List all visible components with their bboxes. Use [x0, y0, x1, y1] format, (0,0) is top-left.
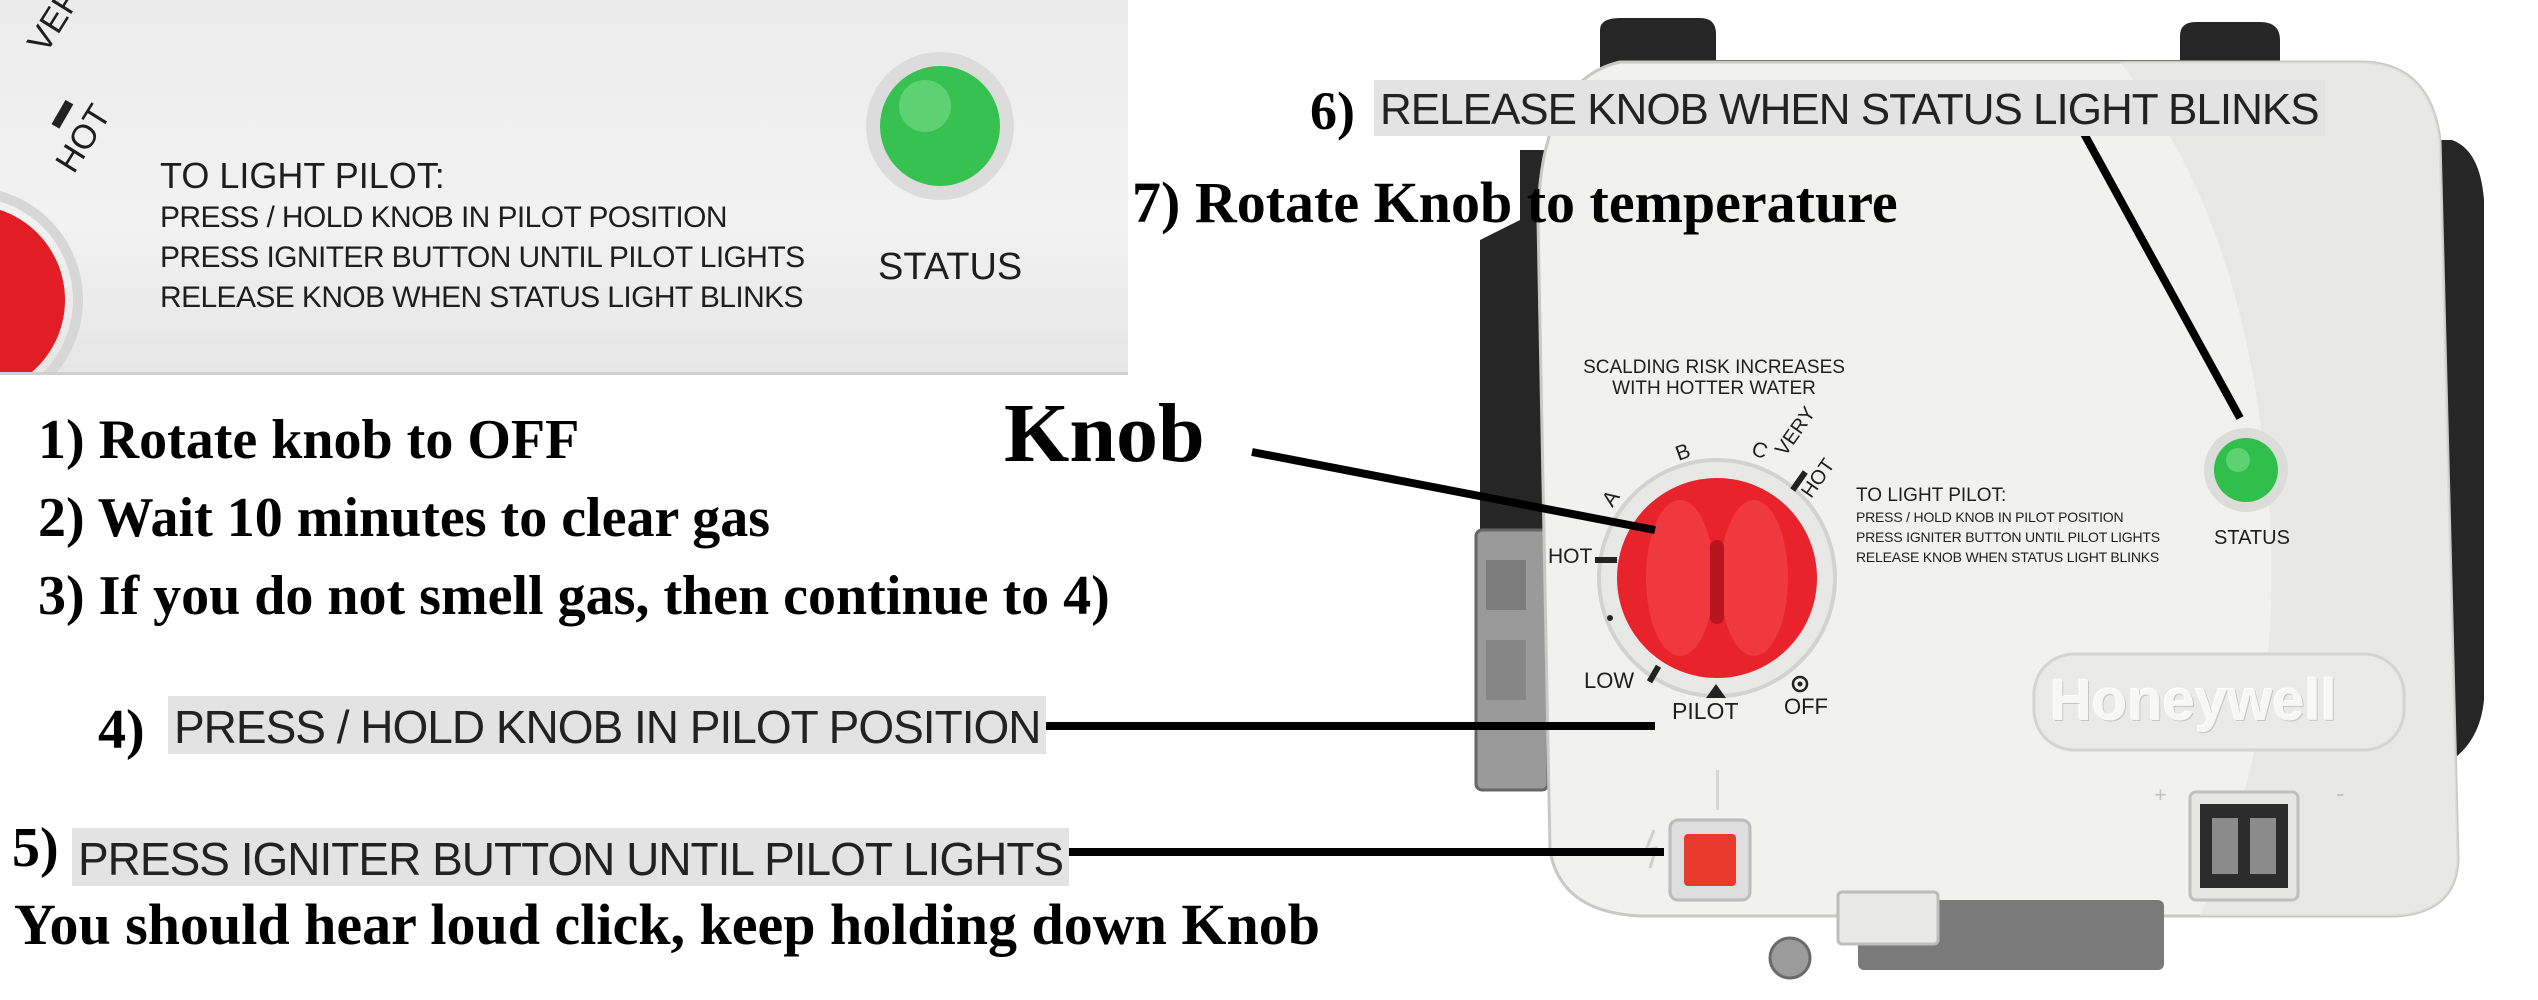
zoom-pilot-line-2: PRESS IGNITER BUTTON UNTIL PILOT LIGHTS [160, 241, 805, 274]
knob-callout: Knob [1004, 387, 1205, 480]
status-light [2214, 438, 2278, 502]
terminal-plus: + [2154, 782, 2167, 807]
zoom-very-hot-tick [51, 99, 74, 129]
bracket-recess [1486, 560, 1526, 610]
step6-leader-line [2078, 128, 2244, 420]
brand-logo: Honeywell [2050, 668, 2337, 733]
step-7: 7) Rotate Knob to temperature [1132, 170, 1898, 235]
step-3: 3) If you do not smell gas, then continu… [38, 565, 1110, 627]
very-hot-tick [1790, 470, 1808, 492]
zoom-pilot-heading: TO LIGHT PILOT: [160, 155, 445, 196]
connector-pin-right [2250, 818, 2276, 874]
knob-grip-right [1720, 500, 1788, 656]
status-label: STATUS [2214, 527, 2290, 549]
knob-leader-line [1251, 448, 1656, 534]
zoom-pilot-line-3: RELEASE KNOB WHEN STATUS LIGHT BLINKS [160, 281, 804, 314]
pilot-line-2: PRESS IGNITER BUTTON UNTIL PILOT LIGHTS [1856, 529, 2160, 545]
step-5-label: PRESS IGNITER BUTTON UNTIL PILOT LIGHTS [72, 828, 1070, 886]
brand-plate [2032, 652, 2406, 752]
dial-label-hot: HOT [1548, 545, 1593, 568]
terminal-minus: - [2336, 778, 2345, 808]
connector-pin-left [2212, 818, 2238, 874]
zoom-inset: VERY HOT TO LIGHT PILOT: PRESS / HOLD KN… [0, 0, 1128, 375]
bottom-screw [1768, 936, 1812, 980]
step-5-number: 5) [12, 817, 59, 879]
dial-label-off: OFF [1784, 694, 1828, 719]
dial-label-pilot: PILOT [1672, 698, 1739, 724]
igniter-guide [1716, 770, 1719, 810]
pilot-line-1: PRESS / HOLD KNOB IN PILOT POSITION [1856, 509, 2124, 525]
status-glare [2226, 448, 2250, 472]
scald-warning-line-2: WITH HOTTER WATER [1612, 378, 1816, 399]
low-tick [1646, 664, 1662, 684]
off-marker-dot [1797, 681, 1803, 687]
zoom-status-label: STATUS [878, 246, 1023, 288]
igniter-cap [1684, 834, 1736, 886]
off-marker [1791, 675, 1809, 693]
dial-dot [1607, 615, 1613, 621]
step-4-number: 4) [98, 699, 145, 761]
knob-indicator [1710, 540, 1724, 624]
pilot-line-3: RELEASE KNOB WHEN STATUS LIGHT BLINKS [1856, 549, 2160, 565]
igniter-button[interactable] [1668, 818, 1752, 902]
step-6-label: RELEASE KNOB WHEN STATUS LIGHT BLINKS [1374, 80, 2325, 136]
bracket-recess-2 [1486, 640, 1526, 700]
step-2: 2) Wait 10 minutes to clear gas [38, 487, 771, 549]
zoom-knob-edge [0, 209, 65, 372]
knob-grip-left [1646, 500, 1714, 656]
dial-label-low: LOW [1584, 668, 1635, 693]
step-5-note: You should hear loud click, keep holding… [14, 892, 1320, 957]
hot-tick [1595, 557, 1617, 563]
scald-warning: SCALDING RISK INCREASES WITH HOTTER WATE… [1580, 358, 1848, 398]
pilot-heading: TO LIGHT PILOT: [1856, 485, 2007, 506]
pilot-marker [1706, 684, 1726, 698]
bottom-clip [1836, 890, 1940, 946]
zoom-pilot-line-1: PRESS / HOLD KNOB IN PILOT POSITION [160, 201, 728, 234]
temperature-knob[interactable] [1617, 478, 1817, 678]
step-6-number: 6) [1310, 81, 1355, 141]
step-1: 1) Rotate knob to OFF [38, 409, 580, 471]
zoom-status-glare [899, 80, 951, 132]
zoom-knob-rim [0, 191, 83, 372]
scald-warning-line-1: SCALDING RISK INCREASES [1583, 357, 1845, 378]
zoom-inset-graphics [0, 52, 1014, 372]
step-4-label: PRESS / HOLD KNOB IN PILOT POSITION [168, 696, 1047, 754]
